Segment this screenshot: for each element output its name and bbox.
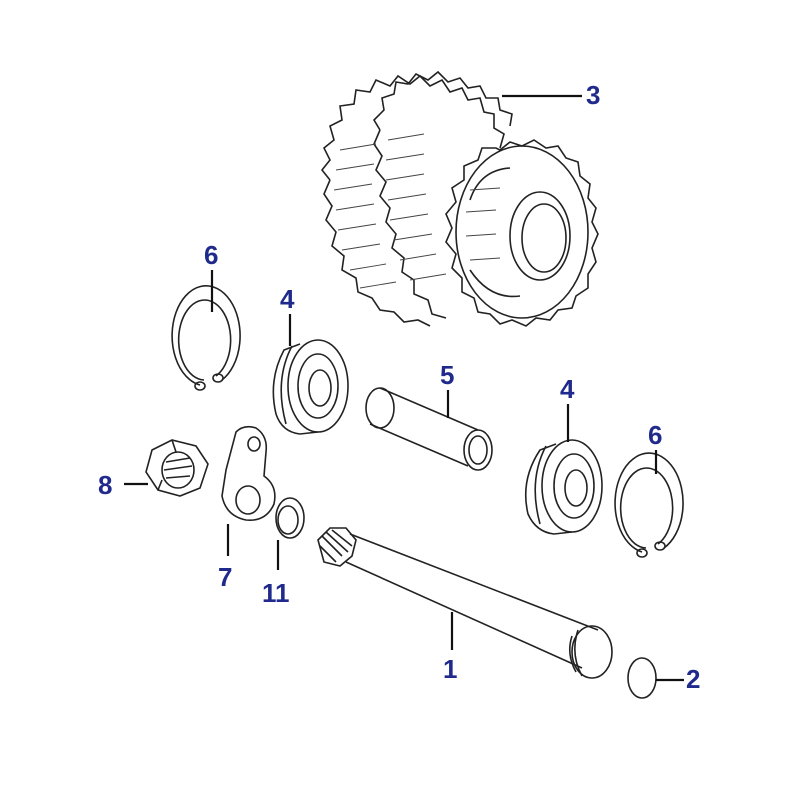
shaft-groove-2 <box>574 629 583 677</box>
cluster-gear-front-teeth <box>445 139 599 327</box>
circlip-right-ring <box>614 452 684 553</box>
circlip-right-inner <box>619 467 674 549</box>
lock-plate-outline <box>221 425 276 521</box>
cluster-gear-tooth-hatching <box>333 133 501 289</box>
spacer-edge-top <box>379 387 479 431</box>
bearing-left-bore <box>308 369 332 407</box>
bearing-right-body <box>524 443 573 535</box>
cluster-gear-middle-body <box>373 129 447 319</box>
callout-8: 8 <box>98 470 112 500</box>
shaft-spline-end <box>317 527 357 567</box>
cluster-gear-bore-inner <box>521 203 567 273</box>
end-cap-face <box>627 657 657 699</box>
washer-11 <box>275 497 305 539</box>
bearing-right <box>524 439 603 535</box>
callout-4-right: 4 <box>560 374 575 404</box>
shaft-edge-bottom <box>345 561 583 669</box>
lock-plate-hole-bottom <box>235 485 261 515</box>
shaft-end <box>571 625 613 679</box>
circlip-left-eye <box>212 373 224 383</box>
circlip-left <box>171 285 241 391</box>
lock-plate-hole-top <box>247 436 261 452</box>
bearing-left-body-line <box>280 345 293 425</box>
shaft-spline-teeth <box>319 529 353 563</box>
shaft <box>317 527 613 679</box>
spacer-bore <box>468 435 488 465</box>
cluster-gear-hub <box>469 167 521 298</box>
bearing-left-body <box>272 343 319 435</box>
callout-1: 1 <box>443 654 457 684</box>
hex-nut-thread <box>163 457 193 479</box>
washer-11-inner <box>277 505 299 535</box>
callout-11: 11 <box>262 578 290 608</box>
callout-3: 3 <box>586 80 600 110</box>
bearing-right-race <box>553 453 595 519</box>
bearing-right-bore <box>564 469 588 507</box>
washer-11-face <box>275 497 305 539</box>
callout-2: 2 <box>686 664 700 694</box>
callout-5: 5 <box>440 360 454 390</box>
hex-nut-edge-2 <box>157 479 163 491</box>
hex-nut-face <box>145 439 209 497</box>
callout-6-right: 6 <box>648 420 662 450</box>
bearing-left <box>272 339 349 435</box>
circlip-left-inner <box>177 299 232 381</box>
circlip-right-eye <box>654 541 666 551</box>
callout-6-left: 6 <box>204 240 218 270</box>
bearing-right-body-line <box>534 445 547 525</box>
circlip-left-ring <box>171 285 241 386</box>
callout-4-left: 4 <box>280 284 295 314</box>
callout-7: 7 <box>218 562 232 592</box>
end-cap <box>627 657 657 699</box>
cluster-gear-middle-teeth <box>372 70 513 131</box>
cluster-gear-bore <box>509 191 571 281</box>
cluster-gear <box>320 70 599 327</box>
cluster-gear-rear-bottom <box>323 179 431 327</box>
lock-plate <box>221 425 276 521</box>
hex-nut-edge <box>171 439 177 453</box>
cluster-gear-rear-teeth <box>320 74 505 181</box>
circlip-right-eye-2 <box>636 548 648 558</box>
shaft-edge-top <box>349 533 599 631</box>
spacer-sleeve <box>365 387 493 471</box>
hex-nut <box>145 439 209 497</box>
hex-nut-bore <box>161 451 195 489</box>
circlip-right <box>614 452 684 558</box>
shaft-groove <box>568 635 577 673</box>
bearing-left-race <box>297 353 339 419</box>
circlip-left-eye-2 <box>194 381 206 391</box>
spacer-edge-bottom <box>369 423 469 467</box>
spacer-end-rear <box>365 387 395 429</box>
